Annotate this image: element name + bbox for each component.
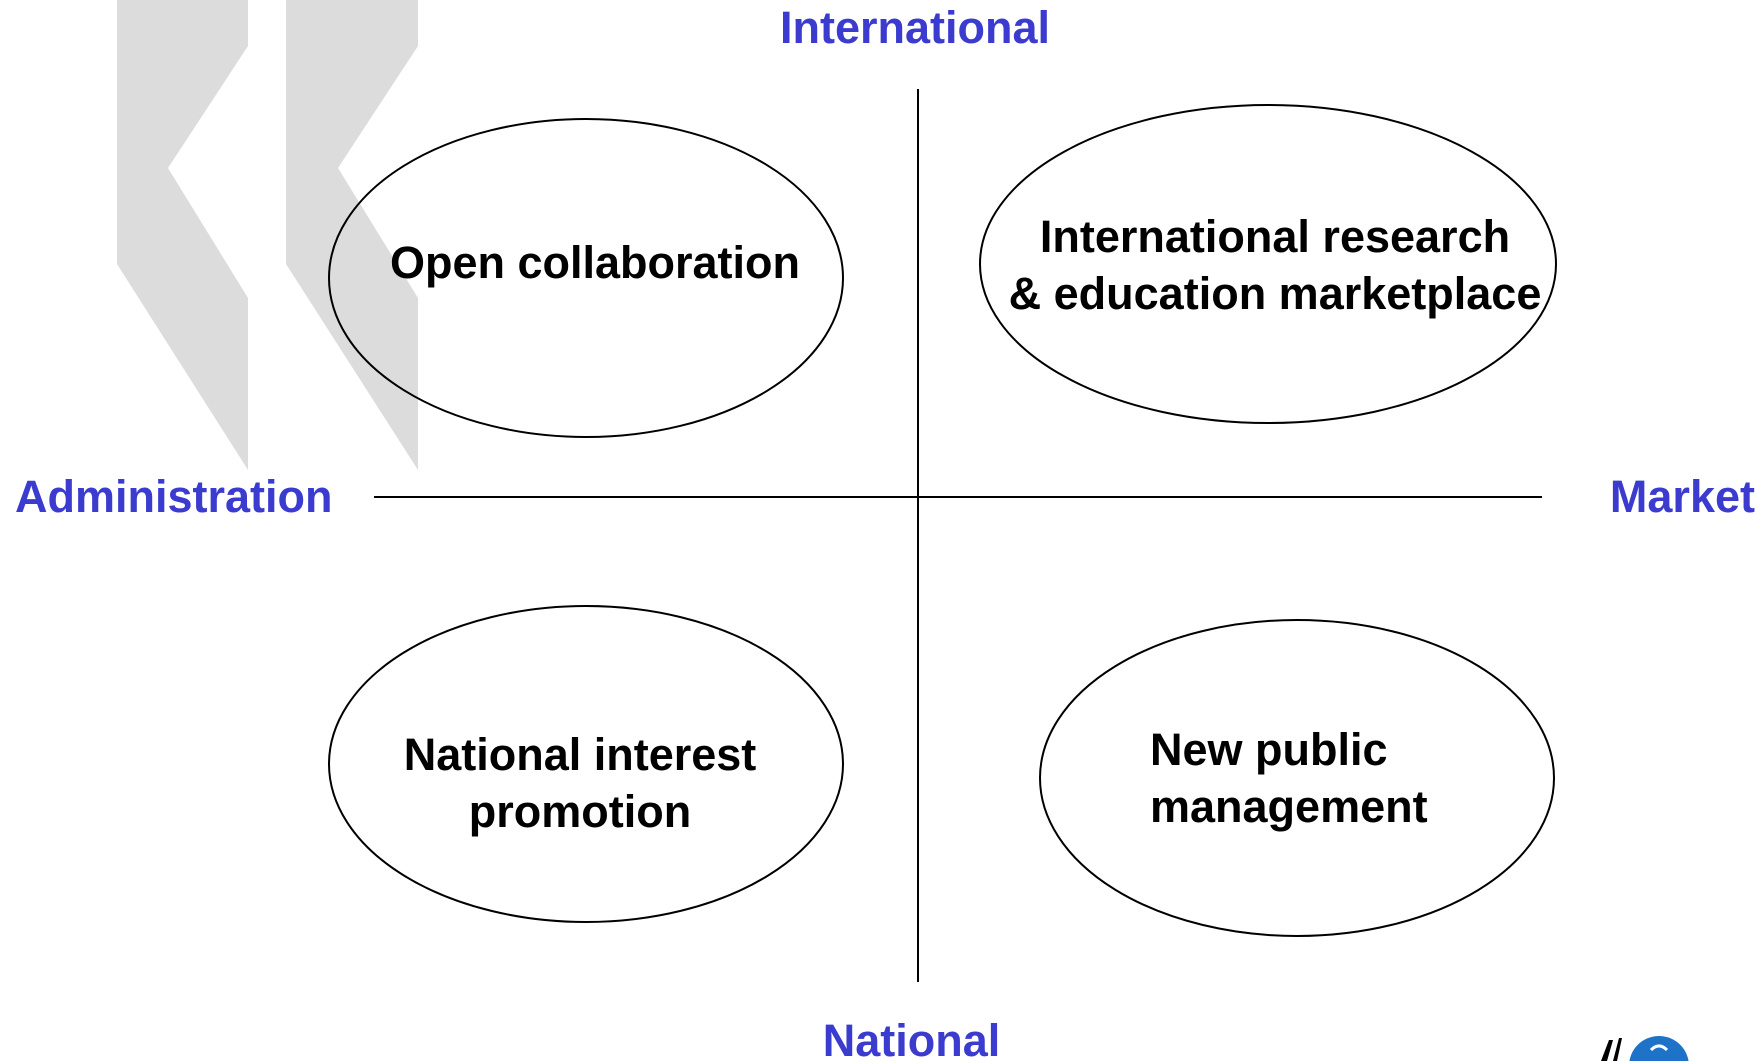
organization-logo-icon xyxy=(1601,1036,1689,1061)
ellipse-bottom-left xyxy=(328,605,844,923)
quadrant-top-right-text: International research & education marke… xyxy=(990,208,1560,322)
quadrant-text-line: management xyxy=(1150,781,1428,832)
quadrant-text-line: promotion xyxy=(468,786,692,837)
quadrant-top-left-text: Open collaboration xyxy=(375,234,815,291)
quadrant-text-line: New public xyxy=(1150,724,1388,775)
double-chevron-left-icon xyxy=(117,0,418,470)
logo-circle xyxy=(1629,1036,1689,1061)
quadrant-text-line: Open collaboration xyxy=(389,237,801,288)
quadrant-text-line: National interest xyxy=(403,729,757,780)
axis-label-right: Market xyxy=(1609,471,1755,522)
ellipse-top-right xyxy=(979,104,1557,424)
logo-circle-detail xyxy=(1649,1044,1669,1052)
logo-mark xyxy=(1601,1038,1622,1061)
quadrant-text-line: International research xyxy=(1039,211,1511,262)
quadrant-bottom-right-text: New public management xyxy=(1150,721,1450,835)
ellipse-top-left xyxy=(328,118,844,438)
quadrant-bottom-left-text: National interest promotion xyxy=(370,726,790,840)
quadrant-text-line: & education marketplace xyxy=(1008,268,1542,319)
axis-label-left: Administration xyxy=(15,471,333,522)
watermark-chevron-outer xyxy=(117,0,248,470)
axis-label-top: International xyxy=(779,2,1051,53)
axis-label-bottom: National xyxy=(822,1015,1001,1061)
watermark-chevron-inner xyxy=(286,0,418,470)
ellipse-bottom-right xyxy=(1039,619,1555,937)
